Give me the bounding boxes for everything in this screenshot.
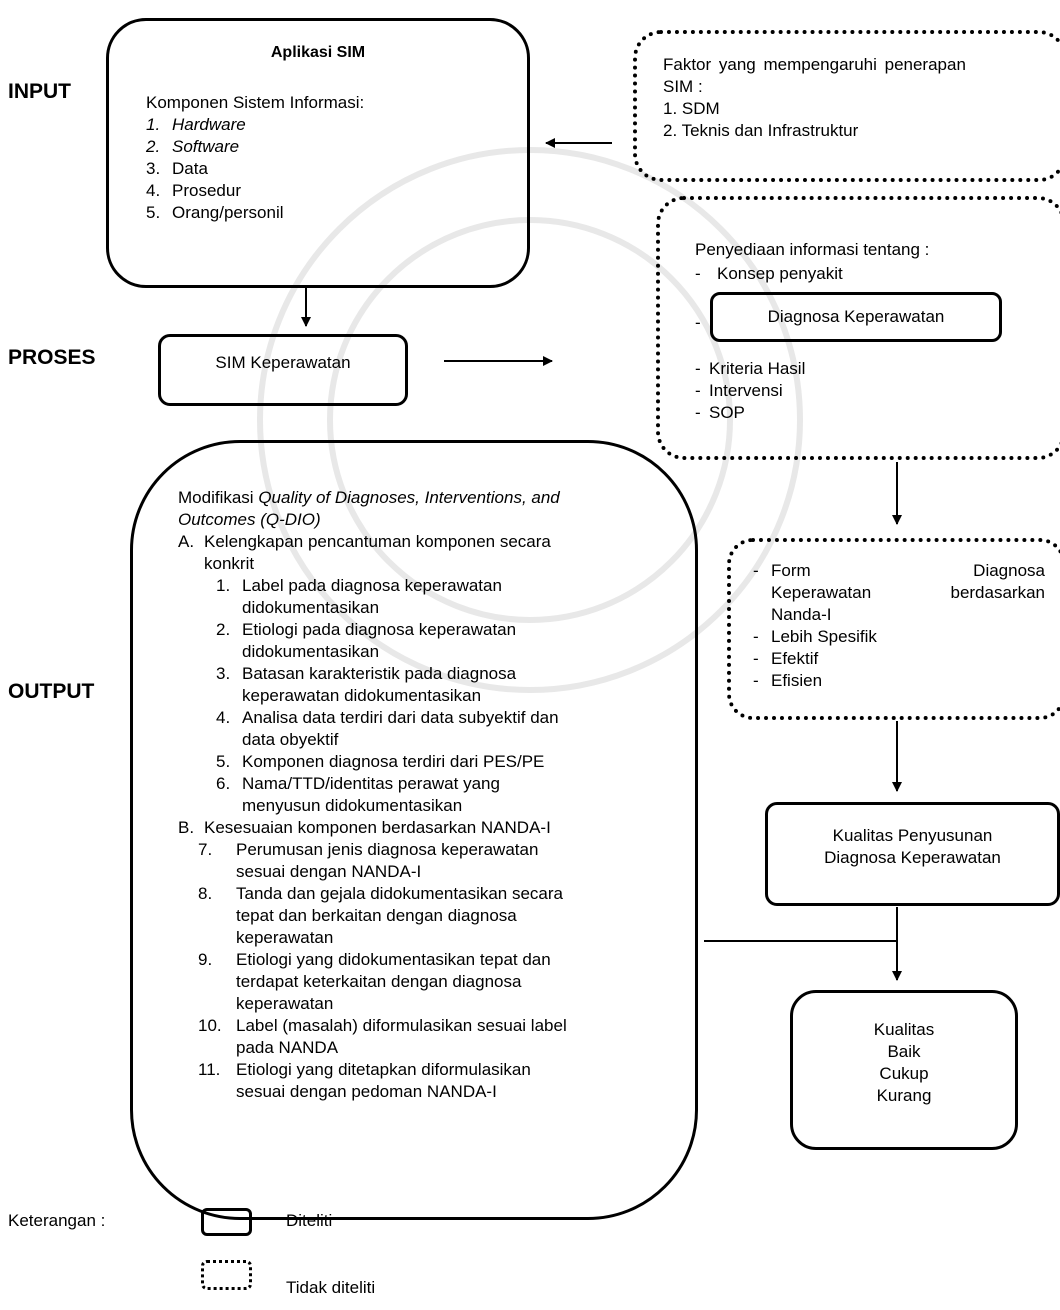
qdio-item-line: 10.Label (masalah) diformulasikan sesuai… bbox=[198, 1016, 567, 1035]
qdio-b-list: 7.Perumusan jenis diagnosa keperawatan se… bbox=[178, 839, 567, 1103]
stage-output-label: OUTPUT bbox=[8, 680, 95, 703]
aplikasi-item-software: 2.Software bbox=[146, 137, 240, 156]
form-item-spesifik: -Lebih Spesifik bbox=[753, 627, 877, 646]
kualitas-box: Kualitas Baik Cukup Kurang bbox=[790, 990, 1018, 1150]
kualitas-label: Kualitas bbox=[873, 1020, 935, 1039]
qdio-item-line: 8.Tanda dan gejala didokumentasikan seca… bbox=[198, 884, 564, 903]
qdio-list-item: 1.Label pada diagnosa keperawatan didokum… bbox=[216, 575, 567, 619]
faktor-line-2: SIM : bbox=[663, 77, 703, 96]
faktor-item-teknis: 2. Teknis dan Infrastruktur bbox=[663, 121, 859, 140]
form-item-efisien: -Efisien bbox=[753, 671, 823, 690]
qdio-item-line-cont: keperawatan didokumentasikan bbox=[242, 686, 482, 705]
qdio-item-line: 5.Komponen diagnosa terdiri dari PES/PE bbox=[216, 752, 545, 771]
aplikasi-item-hardware: 1.Hardware bbox=[146, 115, 246, 134]
sim-keperawatan-label: SIM Keperawatan bbox=[215, 353, 351, 372]
qdio-section-b: B.Kesesuaian komponen berdasarkan NANDA-… bbox=[178, 818, 551, 837]
kualitas-penyusunan-line-1: Kualitas Penyusunan bbox=[832, 826, 993, 845]
qdio-list-item: 4.Analisa data terdiri dari data subyekt… bbox=[216, 707, 567, 751]
qdio-item-line: 7.Perumusan jenis diagnosa keperawatan bbox=[198, 840, 539, 859]
penyediaan-item-kriteria: -Kriteria Hasil bbox=[695, 359, 806, 378]
qdio-section-a: A.Kelengkapan pencantuman komponen secar… bbox=[178, 532, 551, 551]
penyediaan-item-konsep: -Konsep penyakit bbox=[695, 264, 843, 283]
legend-solid-label: Diteliti bbox=[286, 1211, 333, 1230]
aplikasi-subtitle: Komponen Sistem Informasi: bbox=[146, 93, 365, 112]
aplikasi-sim-box: Aplikasi SIM Komponen Sistem Informasi: … bbox=[106, 18, 530, 288]
diagnosa-keperawatan-box: Diagnosa Keperawatan bbox=[710, 292, 1002, 342]
qdio-item-line-cont: keperawatan bbox=[236, 994, 334, 1013]
penyediaan-title: Penyediaan informasi tentang : bbox=[695, 240, 930, 259]
penyediaan-item-intervensi: -Intervensi bbox=[695, 381, 783, 400]
penyediaan-list: -Kriteria Hasil -Intervensi -SOP bbox=[695, 358, 805, 424]
qdio-item-line-cont: data obyektif bbox=[242, 730, 339, 749]
qdio-list-item: 7.Perumusan jenis diagnosa keperawatan se… bbox=[198, 839, 567, 883]
stage-proses-label: PROSES bbox=[8, 346, 96, 369]
diagnosa-keperawatan-label: Diagnosa Keperawatan bbox=[767, 307, 945, 326]
qdio-item-line-cont: tepat dan berkaitan dengan diagnosa bbox=[236, 906, 517, 925]
qdio-list-item: 3.Batasan karakteristik pada diagnosa kep… bbox=[216, 663, 567, 707]
kualitas-cukup: Cukup bbox=[879, 1064, 929, 1083]
qdio-item-line: 6.Nama/TTD/identitas perawat yang bbox=[216, 774, 500, 793]
qdio-list-item: 8.Tanda dan gejala didokumentasikan seca… bbox=[198, 883, 567, 949]
qdio-list-item: 11.Etiologi yang ditetapkan diformulasik… bbox=[198, 1059, 567, 1103]
kualitas-penyusunan-box: Kualitas Penyusunan Diagnosa Keperawatan bbox=[765, 802, 1060, 906]
legend-dotted-label: Tidak diteliti bbox=[286, 1278, 376, 1297]
form-item-efektif: -Efektif bbox=[753, 649, 819, 668]
qdio-item-line: 4.Analisa data terdiri dari data subyekt… bbox=[216, 708, 559, 727]
penyediaan-dash: - bbox=[695, 313, 701, 332]
kualitas-baik: Baik bbox=[887, 1042, 921, 1061]
qdio-item-line: 9.Etiologi yang didokumentasikan tepat d… bbox=[198, 950, 551, 969]
qdio-intro-1: Modifikasi Quality of Diagnoses, Interve… bbox=[178, 488, 560, 507]
form-item-1-line-1: -Form Diagnosa bbox=[753, 561, 1045, 580]
legend-solid-swatch bbox=[201, 1208, 252, 1236]
qdio-item-line: 1.Label pada diagnosa keperawatan bbox=[216, 576, 502, 595]
qdio-item-line: 11.Etiologi yang ditetapkan diformulasik… bbox=[198, 1060, 531, 1079]
penyediaan-box: Penyediaan informasi tentang : -Konsep p… bbox=[656, 196, 1060, 460]
qdio-list-item: 9.Etiologi yang didokumentasikan tepat d… bbox=[198, 949, 567, 1015]
qdio-box: Modifikasi Quality of Diagnoses, Interve… bbox=[130, 440, 698, 1220]
aplikasi-item-prosedur: 4.Prosedur bbox=[146, 181, 241, 200]
legend-title: Keterangan : bbox=[8, 1211, 106, 1230]
qdio-item-line-cont: sesuai dengan NANDA-I bbox=[236, 862, 422, 881]
aplikasi-item-data: 3.Data bbox=[146, 159, 208, 178]
faktor-line-1: Faktor yang mempengaruhi penerapan bbox=[663, 55, 966, 74]
qdio-item-line-cont: didokumentasikan bbox=[242, 642, 380, 661]
aplikasi-component-list: Komponen Sistem Informasi: 1.Hardware 2.… bbox=[146, 92, 364, 224]
qdio-item-line-cont: terdapat keterkaitan dengan diagnosa bbox=[236, 972, 522, 991]
form-item-1-line-3: Nanda-I bbox=[771, 605, 832, 624]
faktor-box: Faktor yang mempengaruhi penerapan SIM :… bbox=[633, 30, 1060, 182]
qdio-item-line-cont: pada NANDA bbox=[236, 1038, 339, 1057]
stage-input-label: INPUT bbox=[8, 80, 71, 103]
qdio-list-item: 5.Komponen diagnosa terdiri dari PES/PE bbox=[216, 751, 567, 773]
faktor-text: Faktor yang mempengaruhi penerapan SIM :… bbox=[663, 54, 966, 142]
qdio-content: Modifikasi Quality of Diagnoses, Interve… bbox=[178, 487, 567, 1103]
aplikasi-item-orang: 5.Orang/personil bbox=[146, 203, 284, 222]
qdio-item-line: 2.Etiologi pada diagnosa keperawatan bbox=[216, 620, 517, 639]
qdio-list-item: 2.Etiologi pada diagnosa keperawatan dido… bbox=[216, 619, 567, 663]
qdio-item-line-cont: keperawatan bbox=[236, 928, 334, 947]
aplikasi-sim-title: Aplikasi SIM bbox=[270, 44, 366, 61]
qdio-intro-2: Outcomes (Q-DIO) bbox=[178, 510, 321, 529]
legend-dotted-swatch bbox=[201, 1260, 252, 1290]
sim-keperawatan-box: SIM Keperawatan bbox=[158, 334, 408, 406]
qdio-a-list: 1.Label pada diagnosa keperawatan didokum… bbox=[178, 575, 567, 817]
kualitas-text: Kualitas Baik Cukup Kurang bbox=[793, 1019, 1015, 1107]
qdio-item-line-cont: sesuai dengan pedoman NANDA-I bbox=[236, 1082, 497, 1101]
kualitas-penyusunan-line-2: Diagnosa Keperawatan bbox=[824, 848, 1001, 867]
faktor-item-sdm: 1. SDM bbox=[663, 99, 720, 118]
qdio-item-line-cont: menyusun didokumentasikan bbox=[242, 796, 463, 815]
kualitas-penyusunan-text: Kualitas Penyusunan Diagnosa Keperawatan bbox=[768, 825, 1057, 869]
qdio-list-item: 6.Nama/TTD/identitas perawat yang menyusu… bbox=[216, 773, 567, 817]
qdio-list-item: 10.Label (masalah) diformulasikan sesuai… bbox=[198, 1015, 567, 1059]
qdio-item-line: 3.Batasan karakteristik pada diagnosa bbox=[216, 664, 517, 683]
qdio-item-line-cont: didokumentasikan bbox=[242, 598, 380, 617]
penyediaan-item-sop: -SOP bbox=[695, 403, 745, 422]
qdio-section-a-cont: konkrit bbox=[204, 554, 255, 573]
kualitas-kurang: Kurang bbox=[876, 1086, 932, 1105]
